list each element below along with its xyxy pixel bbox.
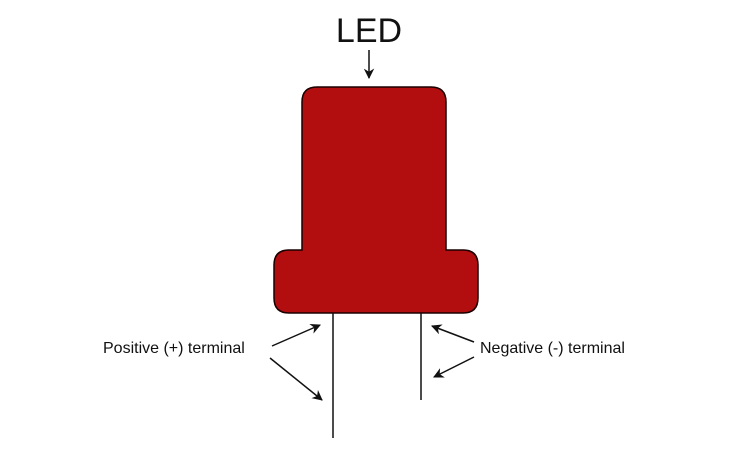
- negative-arrow-2: [433, 356, 475, 378]
- led-body: [273, 86, 479, 314]
- negative-terminal-label: Negative (-) terminal: [480, 340, 625, 357]
- positive-arrow-2: [269, 357, 323, 401]
- diagram-title: LED: [335, 12, 403, 50]
- positive-terminal-label: Positive (+) terminal: [103, 340, 245, 357]
- negative-arrow-1: [431, 324, 475, 343]
- positive-arrow-1: [271, 323, 321, 347]
